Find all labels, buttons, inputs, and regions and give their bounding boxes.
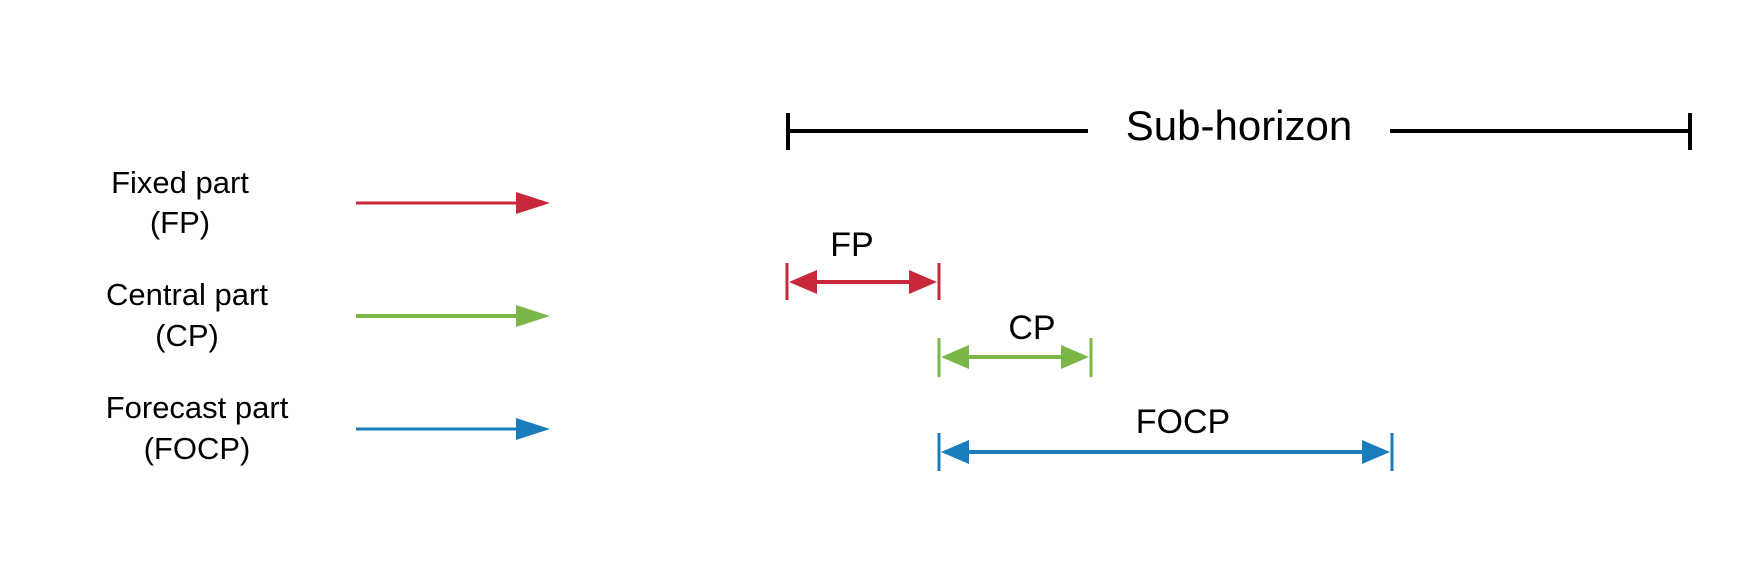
legend-fixed-line1: Fixed part [111, 165, 249, 200]
legend-fixed-arrowhead [516, 192, 550, 214]
legend-forecast-line1: Forecast part [106, 390, 289, 425]
segment-focp-right-arrowhead [1362, 440, 1390, 464]
sub-horizon-bracket: Sub-horizon [786, 102, 1692, 150]
legend: Fixed part (FP) Central part (CP) Foreca… [106, 165, 550, 466]
segment-focp: FOCP [937, 403, 1394, 471]
legend-item-fixed: Fixed part (FP) [111, 165, 550, 240]
segment-cp-label: CP [1008, 309, 1055, 347]
legend-fixed-line2: (FP) [150, 205, 210, 240]
segment-fp: FP [785, 226, 941, 300]
segment-fp-label: FP [830, 226, 873, 264]
legend-central-arrowhead [516, 305, 550, 327]
segment-fp-left-arrowhead [789, 270, 817, 294]
segment-focp-left-arrowhead [941, 440, 969, 464]
segment-cp: CP [937, 309, 1093, 377]
horizon-label: Sub-horizon [1126, 102, 1352, 149]
legend-forecast-line2: (FOCP) [144, 431, 251, 466]
legend-item-central: Central part (CP) [106, 277, 550, 353]
segment-fp-right-arrowhead [909, 270, 937, 294]
legend-central-line1: Central part [106, 277, 268, 312]
legend-item-forecast: Forecast part (FOCP) [106, 390, 550, 466]
segment-focp-label: FOCP [1136, 403, 1230, 441]
legend-central-line2: (CP) [155, 318, 219, 353]
legend-forecast-arrowhead [516, 418, 550, 440]
segment-cp-left-arrowhead [941, 345, 969, 369]
segment-cp-right-arrowhead [1061, 345, 1089, 369]
